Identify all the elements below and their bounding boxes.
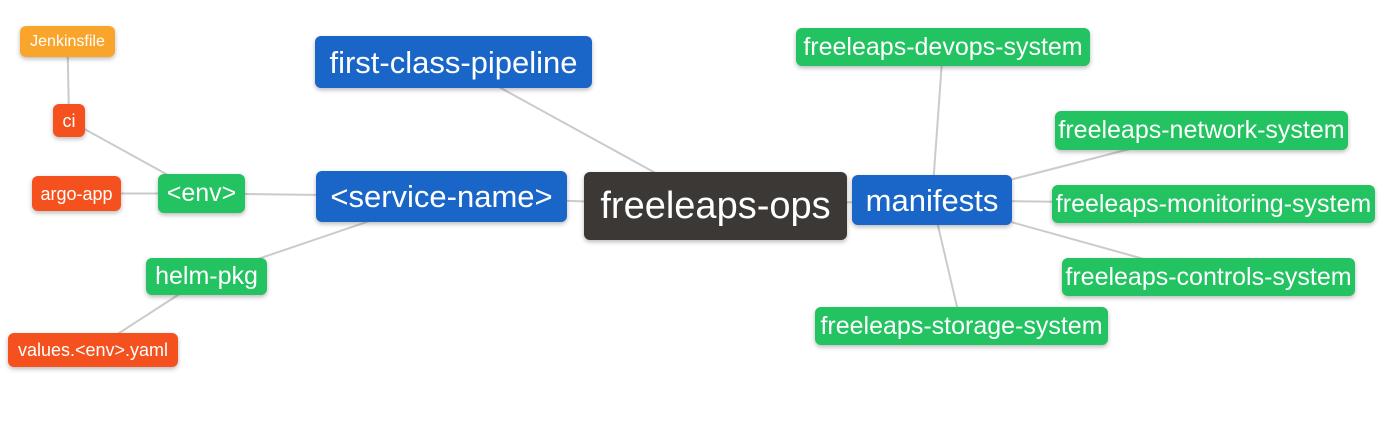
- node-freeleaps-devops-system[interactable]: freeleaps-devops-system: [796, 28, 1090, 66]
- node-first-class-pipeline[interactable]: first-class-pipeline: [315, 36, 592, 88]
- node-freeleaps-network-system[interactable]: freeleaps-network-system: [1055, 111, 1348, 150]
- node-freeleaps-ops[interactable]: freeleaps-ops: [584, 172, 847, 240]
- node-freeleaps-monitoring-system[interactable]: freeleaps-monitoring-system: [1052, 185, 1375, 223]
- node-helm-pkg[interactable]: helm-pkg: [146, 258, 267, 295]
- node-jenkinsfile[interactable]: Jenkinsfile: [20, 26, 115, 57]
- node-ci[interactable]: ci: [53, 104, 85, 137]
- node-manifests[interactable]: manifests: [852, 175, 1012, 225]
- node-freeleaps-storage-system[interactable]: freeleaps-storage-system: [815, 307, 1108, 345]
- node-service-name[interactable]: <service-name>: [316, 171, 567, 222]
- node-argo-app[interactable]: argo-app: [32, 176, 121, 211]
- node-values-env-yaml[interactable]: values.<env>.yaml: [8, 333, 178, 367]
- node-env[interactable]: <env>: [158, 174, 245, 213]
- node-freeleaps-controls-system[interactable]: freeleaps-controls-system: [1062, 258, 1355, 296]
